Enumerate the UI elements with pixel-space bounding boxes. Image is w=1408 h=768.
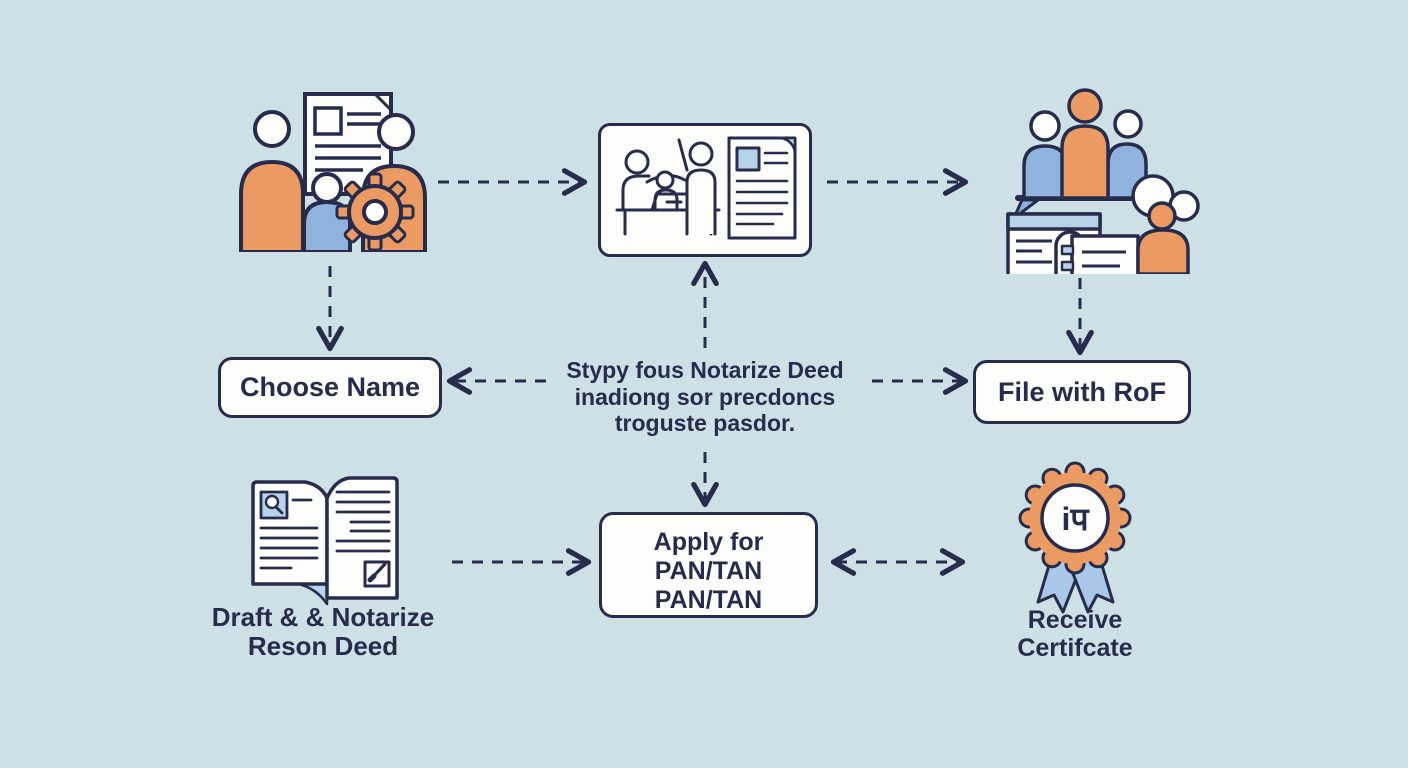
certificate-rosette-icon: iप [1003, 460, 1148, 618]
apply-pan-line1: Apply for PAN/TAN [653, 528, 764, 585]
meeting-notarize-document-icon [598, 123, 812, 257]
file-with-rof-label: File with RoF [998, 376, 1166, 407]
choose-name-label: Choose Name [239, 372, 421, 402]
center-note-line2: inadiong sor precdoncs [574, 383, 836, 410]
team-filing-forms-icon [1000, 86, 1200, 274]
center-note: Stypy fous Notarize Deed inadiong sor pr… [540, 357, 870, 437]
node-file-with-rof: File with RoF [973, 360, 1191, 424]
receive-certificate-line1: Receive [1027, 606, 1123, 634]
draft-deed-line2: Reson Deed [247, 631, 399, 662]
badge-glyph: iप [1061, 501, 1090, 537]
partners-document-gear-icon [233, 84, 429, 252]
receive-certificate-line2: Certifcate [1017, 634, 1133, 662]
node-apply-pan-tan: Apply for PAN/TAN PAN/TAN [599, 512, 818, 618]
draft-deed-line1: Draft & & Notarize [211, 602, 435, 632]
center-note-line3: troguste pasdor. [614, 410, 796, 436]
center-note-line1: Stypy fous Notarize Deed [566, 357, 844, 383]
apply-pan-line2: PAN/TAN [654, 586, 763, 614]
node-choose-name: Choose Name [218, 357, 442, 418]
open-deed-book-icon [243, 462, 407, 608]
receive-certificate-caption: Receive Certifcate [985, 606, 1165, 662]
draft-deed-caption: Draft & & Notarize Reson Deed [193, 602, 453, 662]
